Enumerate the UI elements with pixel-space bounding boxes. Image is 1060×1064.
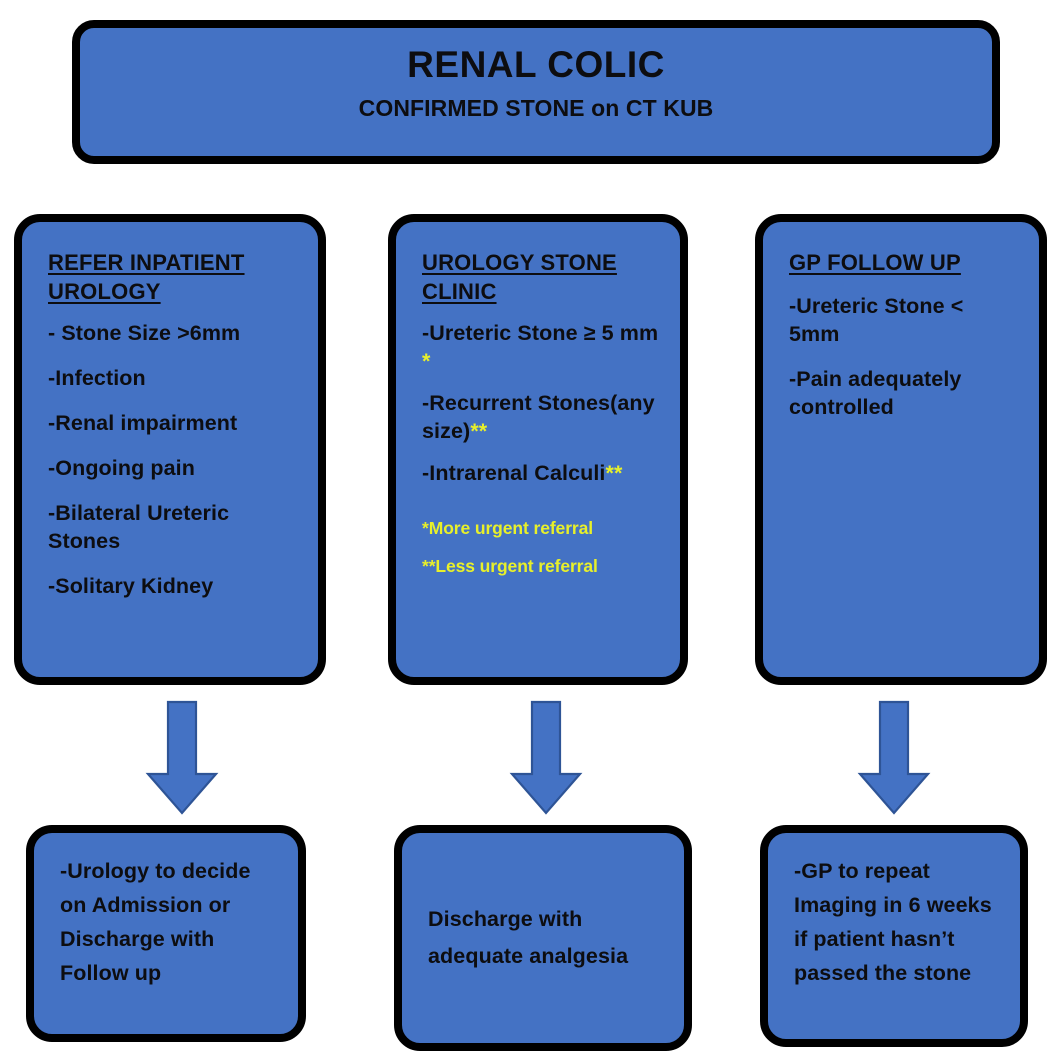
criteria-heading: UROLOGY STONE CLINIC [422,250,617,305]
outcome-node-discharge-analgesia: Discharge with adequate analgesia [394,825,692,1051]
list-item: -Intrarenal Calculi** [422,460,660,488]
outcome-node-urology-decision: -Urology to decide on Admission or Disch… [26,825,306,1042]
criteria-node-gp-follow-up: GP FOLLOW UP -Ureteric Stone < 5mm -Pain… [755,214,1047,685]
list-item-text: -Intrarenal Calculi [422,460,606,485]
list-item-text: -Ureteric Stone < 5mm [789,294,964,346]
list-item: -Bilateral Ureteric Stones [48,500,298,556]
list-item: -Recurrent Stones(any size)** [422,390,660,446]
list-item: -Ureteric Stone < 5mm [789,293,1019,349]
list-item-text: -Ureteric Stone ≥ 5 mm [422,321,659,346]
list-item-text: -Recurrent Stones(any size) [422,390,655,443]
list-item-text: -Renal impairment [48,410,238,435]
list-item-text: -Pain adequately controlled [789,366,962,419]
list-item-text: -Ongoing pain [48,455,195,480]
down-arrow-icon [145,700,219,815]
down-arrow-icon [509,700,583,815]
criteria-list: - Stone Size >6mm -Infection -Renal impa… [48,320,298,601]
list-item-text: -Infection [48,366,146,390]
list-item-text: - Stone Size >6mm [48,321,241,346]
list-item-text: -Bilateral Ureteric Stones [48,500,230,553]
list-item-marker: ** [605,460,623,485]
list-item: -Solitary Kidney [48,573,298,601]
list-item: - Stone Size >6mm [48,320,298,348]
list-item-marker: ** [470,418,488,443]
criteria-node-urology-stone-clinic: UROLOGY STONE CLINIC -Ureteric Stone ≥ 5… [388,214,688,685]
list-item-text: -Solitary Kidney [48,573,214,598]
criteria-heading: REFER INPATIENT UROLOGY [48,250,245,305]
footnote: **Less urgent referral [422,555,598,576]
list-item: -Ureteric Stone ≥ 5 mm * [422,320,660,376]
list-item: -Pain adequately controlled [789,366,1019,422]
header-node: RENAL COLIC CONFIRMED STONE on CT KUB [72,20,1000,164]
criteria-list: -Ureteric Stone ≥ 5 mm * -Recurrent Ston… [422,320,660,488]
criteria-node-refer-inpatient-urology: REFER INPATIENT UROLOGY - Stone Size >6m… [14,214,326,685]
down-arrow-icon [857,700,931,815]
outcome-node-gp-repeat-imaging: -GP to repeat Imaging in 6 weeks if pati… [760,825,1028,1047]
footnote-list: *More urgent referral **Less urgent refe… [422,518,660,578]
footnote: *More urgent referral [422,517,594,538]
criteria-heading: GP FOLLOW UP [789,250,961,275]
list-item: -Ongoing pain [48,455,298,483]
outcome-text: Discharge with adequate analgesia [428,907,629,968]
list-item-marker: * [422,349,431,373]
list-item: -Infection [48,365,298,393]
page-title: RENAL COLIC [407,44,665,85]
outcome-text: -GP to repeat Imaging in 6 weeks if pati… [794,859,992,985]
page-subtitle: CONFIRMED STONE on CT KUB [358,94,714,121]
outcome-text: -Urology to decide on Admission or Disch… [60,859,251,985]
criteria-list: -Ureteric Stone < 5mm -Pain adequately c… [789,293,1019,422]
list-item: -Renal impairment [48,410,298,438]
